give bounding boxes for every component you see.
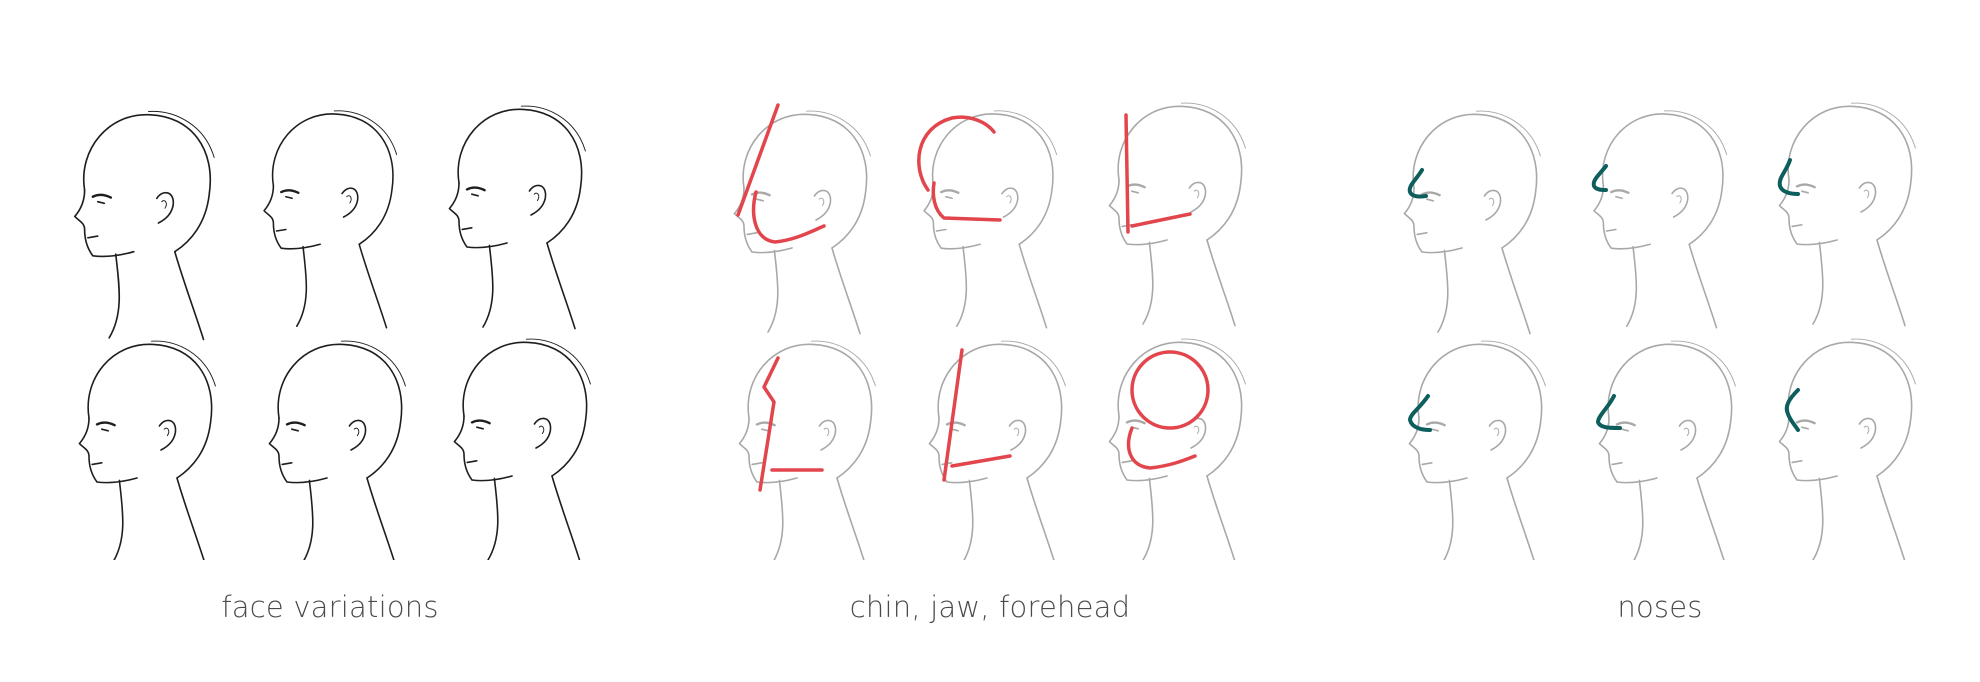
nose-shape — [1591, 164, 1608, 192]
forehead-circle-guide — [1130, 350, 1210, 430]
straight-jaw-line — [1130, 212, 1192, 228]
angular-forehead-line — [758, 356, 780, 492]
nose-shape — [1596, 394, 1622, 430]
head-sketch — [1592, 109, 1728, 329]
round-forehead-arc — [917, 115, 996, 192]
noses-panel: noses — [1370, 0, 1950, 682]
forehead-slant-line — [736, 103, 780, 217]
head-sketch — [1778, 337, 1917, 560]
round-jaw-line — [1126, 426, 1197, 470]
jaw-curve-line — [751, 190, 826, 244]
head-sketch — [1108, 101, 1247, 327]
head-sketch — [738, 339, 877, 560]
nose-shape — [1784, 388, 1800, 432]
tall-forehead-line — [942, 348, 964, 482]
square-jaw-line — [931, 181, 1002, 222]
face-sketch — [268, 339, 407, 560]
head-sketch — [1403, 109, 1542, 335]
head-sketch — [1408, 339, 1547, 560]
face-sketch — [453, 337, 592, 560]
face-variations-sketches — [73, 104, 592, 560]
nose-shape — [1777, 158, 1800, 196]
face-variations-panel: face variations — [40, 0, 620, 682]
face-sketch — [78, 339, 217, 560]
noses-sketches — [1403, 101, 1917, 560]
head-sketch — [1778, 101, 1917, 327]
chin-jaw-forehead-sketches — [733, 101, 1247, 560]
nose-shape — [1407, 168, 1428, 199]
chin-jaw-forehead-caption: chin, jaw, forehead — [849, 590, 1131, 624]
angled-jaw-line — [950, 454, 1012, 468]
face-variations-caption: face variations — [221, 590, 439, 624]
face-sketch — [262, 109, 398, 329]
vertical-face-line — [1124, 113, 1130, 234]
head-sketch — [1598, 339, 1737, 560]
face-sketch — [73, 110, 216, 341]
chin-jaw-forehead-panel: chin, jaw, forehead — [700, 0, 1280, 682]
noses-caption: noses — [1617, 590, 1703, 624]
face-sketch — [448, 104, 587, 330]
nose-shape — [1408, 394, 1432, 432]
